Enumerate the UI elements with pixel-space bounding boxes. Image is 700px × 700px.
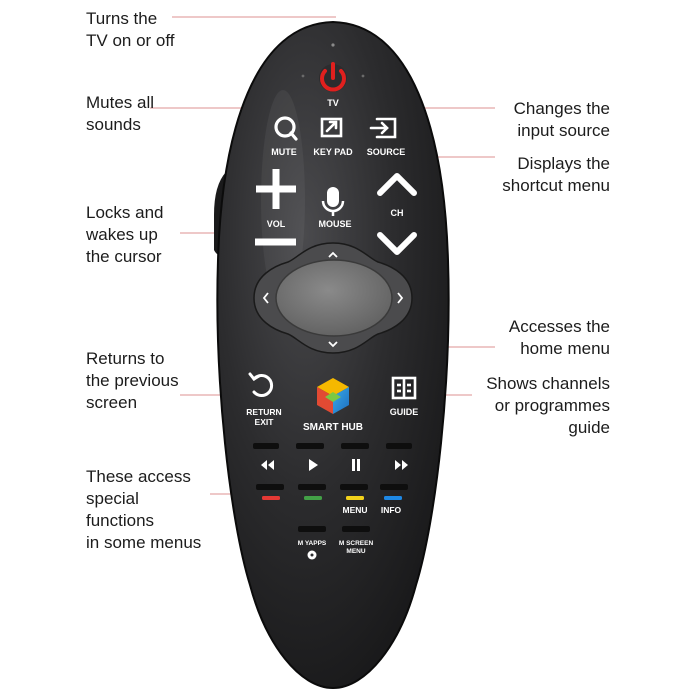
color-key-slot[interactable] [340, 484, 368, 490]
microphone-icon [321, 187, 345, 216]
callout-return: Returns to the previous screen [86, 349, 179, 412]
myapps-icon [307, 550, 317, 560]
color-key-slot[interactable] [298, 484, 326, 490]
rewind-icon[interactable] [261, 460, 274, 470]
tv-label: TV [327, 98, 339, 108]
callout-guide: Shows channels or programmes guide [486, 374, 610, 437]
green-key[interactable] [304, 496, 322, 500]
ch-label: CH [391, 208, 404, 218]
dpad-right-arrow[interactable] [397, 292, 404, 304]
exit-label: EXIT [255, 417, 275, 427]
info-label: INFO [381, 505, 402, 515]
keypad-icon [320, 117, 343, 138]
power-icon [320, 62, 346, 92]
playback-key[interactable] [341, 443, 369, 449]
return-button[interactable]: RETURN EXIT [246, 372, 282, 427]
callout-cursor: Locks and wakes up the cursor [86, 203, 164, 266]
body-highlight [261, 90, 305, 310]
color-keys: MENU INFO [256, 484, 408, 515]
return-label: RETURN [246, 407, 281, 417]
plus-icon [256, 169, 296, 209]
red-key[interactable] [262, 496, 280, 500]
callout-home: Accesses the home menu [508, 317, 610, 358]
myapps-button[interactable]: M YAPPS [298, 526, 327, 560]
callout-power: Turns the TV on or off [86, 9, 175, 50]
dpad-left-arrow[interactable] [262, 292, 269, 304]
chevron-down-icon [377, 232, 417, 255]
keypad-label: KEY PAD [313, 147, 353, 157]
smart-hub-icon [317, 378, 349, 414]
playback-keys [253, 443, 412, 471]
channel-down-button[interactable] [377, 232, 417, 255]
touchpad[interactable] [275, 259, 393, 337]
smart-hub-button[interactable]: SMART HUB [303, 378, 363, 433]
guide-icon [391, 376, 417, 400]
source-button[interactable]: SOURCE [367, 117, 406, 157]
keypad-button[interactable]: KEY PAD [313, 117, 353, 157]
mscreen-menu-label: MENU [346, 548, 365, 555]
blue-key[interactable] [384, 496, 402, 500]
callout-keypad: Displays the shortcut menu [502, 154, 610, 195]
mute-button[interactable]: MUTE [271, 116, 298, 157]
callout-mute: Mutes all sounds [86, 93, 155, 134]
mouse-button[interactable]: MOUSE [318, 187, 352, 229]
mute-label: MUTE [271, 147, 297, 157]
source-icon [369, 117, 397, 139]
chevron-up-icon [377, 173, 417, 196]
guide-label: GUIDE [390, 407, 419, 417]
color-key-slot[interactable] [380, 484, 408, 490]
play-icon[interactable] [309, 459, 318, 471]
mouse-label: MOUSE [318, 219, 351, 229]
dpad-down-arrow[interactable] [328, 341, 338, 348]
callout-source: Changes the input source [513, 99, 610, 140]
menu-label: MENU [342, 505, 367, 515]
yellow-key[interactable] [346, 496, 364, 500]
channel-up-button[interactable] [377, 173, 417, 196]
search-icon [274, 116, 298, 141]
playback-key[interactable] [386, 443, 412, 449]
fast-forward-icon[interactable] [395, 460, 408, 470]
playback-key[interactable] [253, 443, 279, 449]
mscreen-menu-button[interactable]: M SCREEN MENU [339, 526, 374, 555]
pause-icon[interactable] [352, 459, 360, 471]
guide-button[interactable]: GUIDE [390, 376, 419, 417]
power-button[interactable] [319, 62, 347, 92]
return-icon [248, 372, 274, 397]
color-key-slot[interactable] [256, 484, 284, 490]
mscreen-label: M SCREEN [339, 540, 374, 547]
source-label: SOURCE [367, 147, 406, 157]
myapps-label: M YAPPS [298, 540, 327, 547]
playback-key[interactable] [296, 443, 324, 449]
vol-label: VOL [267, 219, 286, 229]
volume-up-button[interactable] [256, 169, 296, 209]
dpad[interactable] [253, 242, 413, 354]
callout-colors: These access special functions in some m… [86, 467, 202, 552]
dpad-up-arrow[interactable] [328, 251, 338, 258]
smart-hub-label: SMART HUB [303, 422, 363, 433]
